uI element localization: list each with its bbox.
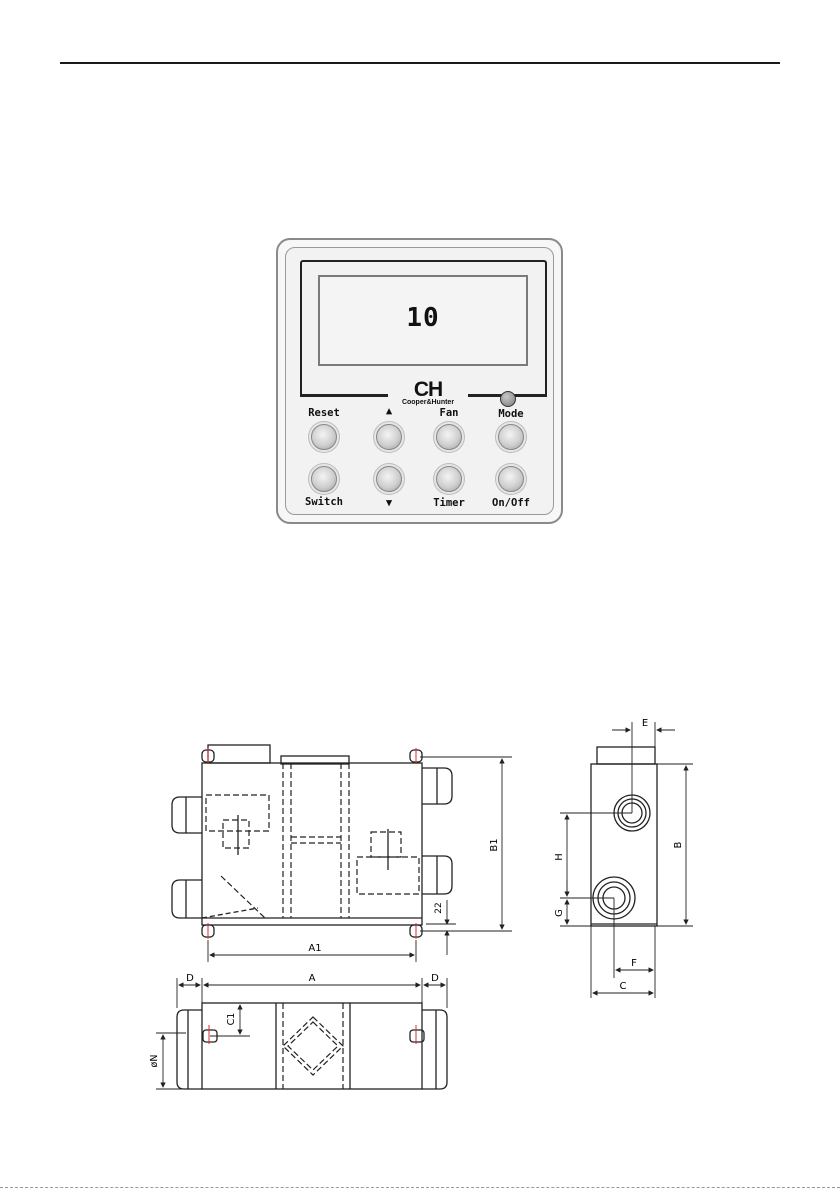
bottom-view — [177, 1003, 447, 1089]
dim-f-label: F — [631, 958, 637, 969]
top-box-side — [597, 747, 655, 764]
dim-b1-label: B1 — [489, 838, 500, 851]
top-box — [208, 745, 270, 763]
dim-d-left-label: D — [186, 973, 194, 984]
dim-d-right-label: D — [431, 973, 439, 984]
front-view — [172, 745, 452, 939]
dim-e-label: E — [642, 718, 648, 729]
unit-body — [202, 763, 422, 925]
dim-g-label: G — [554, 909, 565, 917]
dim-a-label: A — [309, 973, 316, 984]
dim-n-label: øN — [149, 1055, 160, 1068]
dim-offset-label: 22 — [434, 902, 444, 913]
dim-c1-label: C1 — [226, 1013, 237, 1026]
side-view — [591, 747, 657, 926]
dim-c-label: C — [620, 981, 627, 992]
dim-b-label: B — [673, 841, 684, 848]
footer-rule — [0, 1187, 840, 1189]
dim-h-label: H — [554, 853, 565, 861]
dim-a1-label: A1 — [308, 943, 321, 954]
front-view-dimensions — [208, 757, 512, 962]
